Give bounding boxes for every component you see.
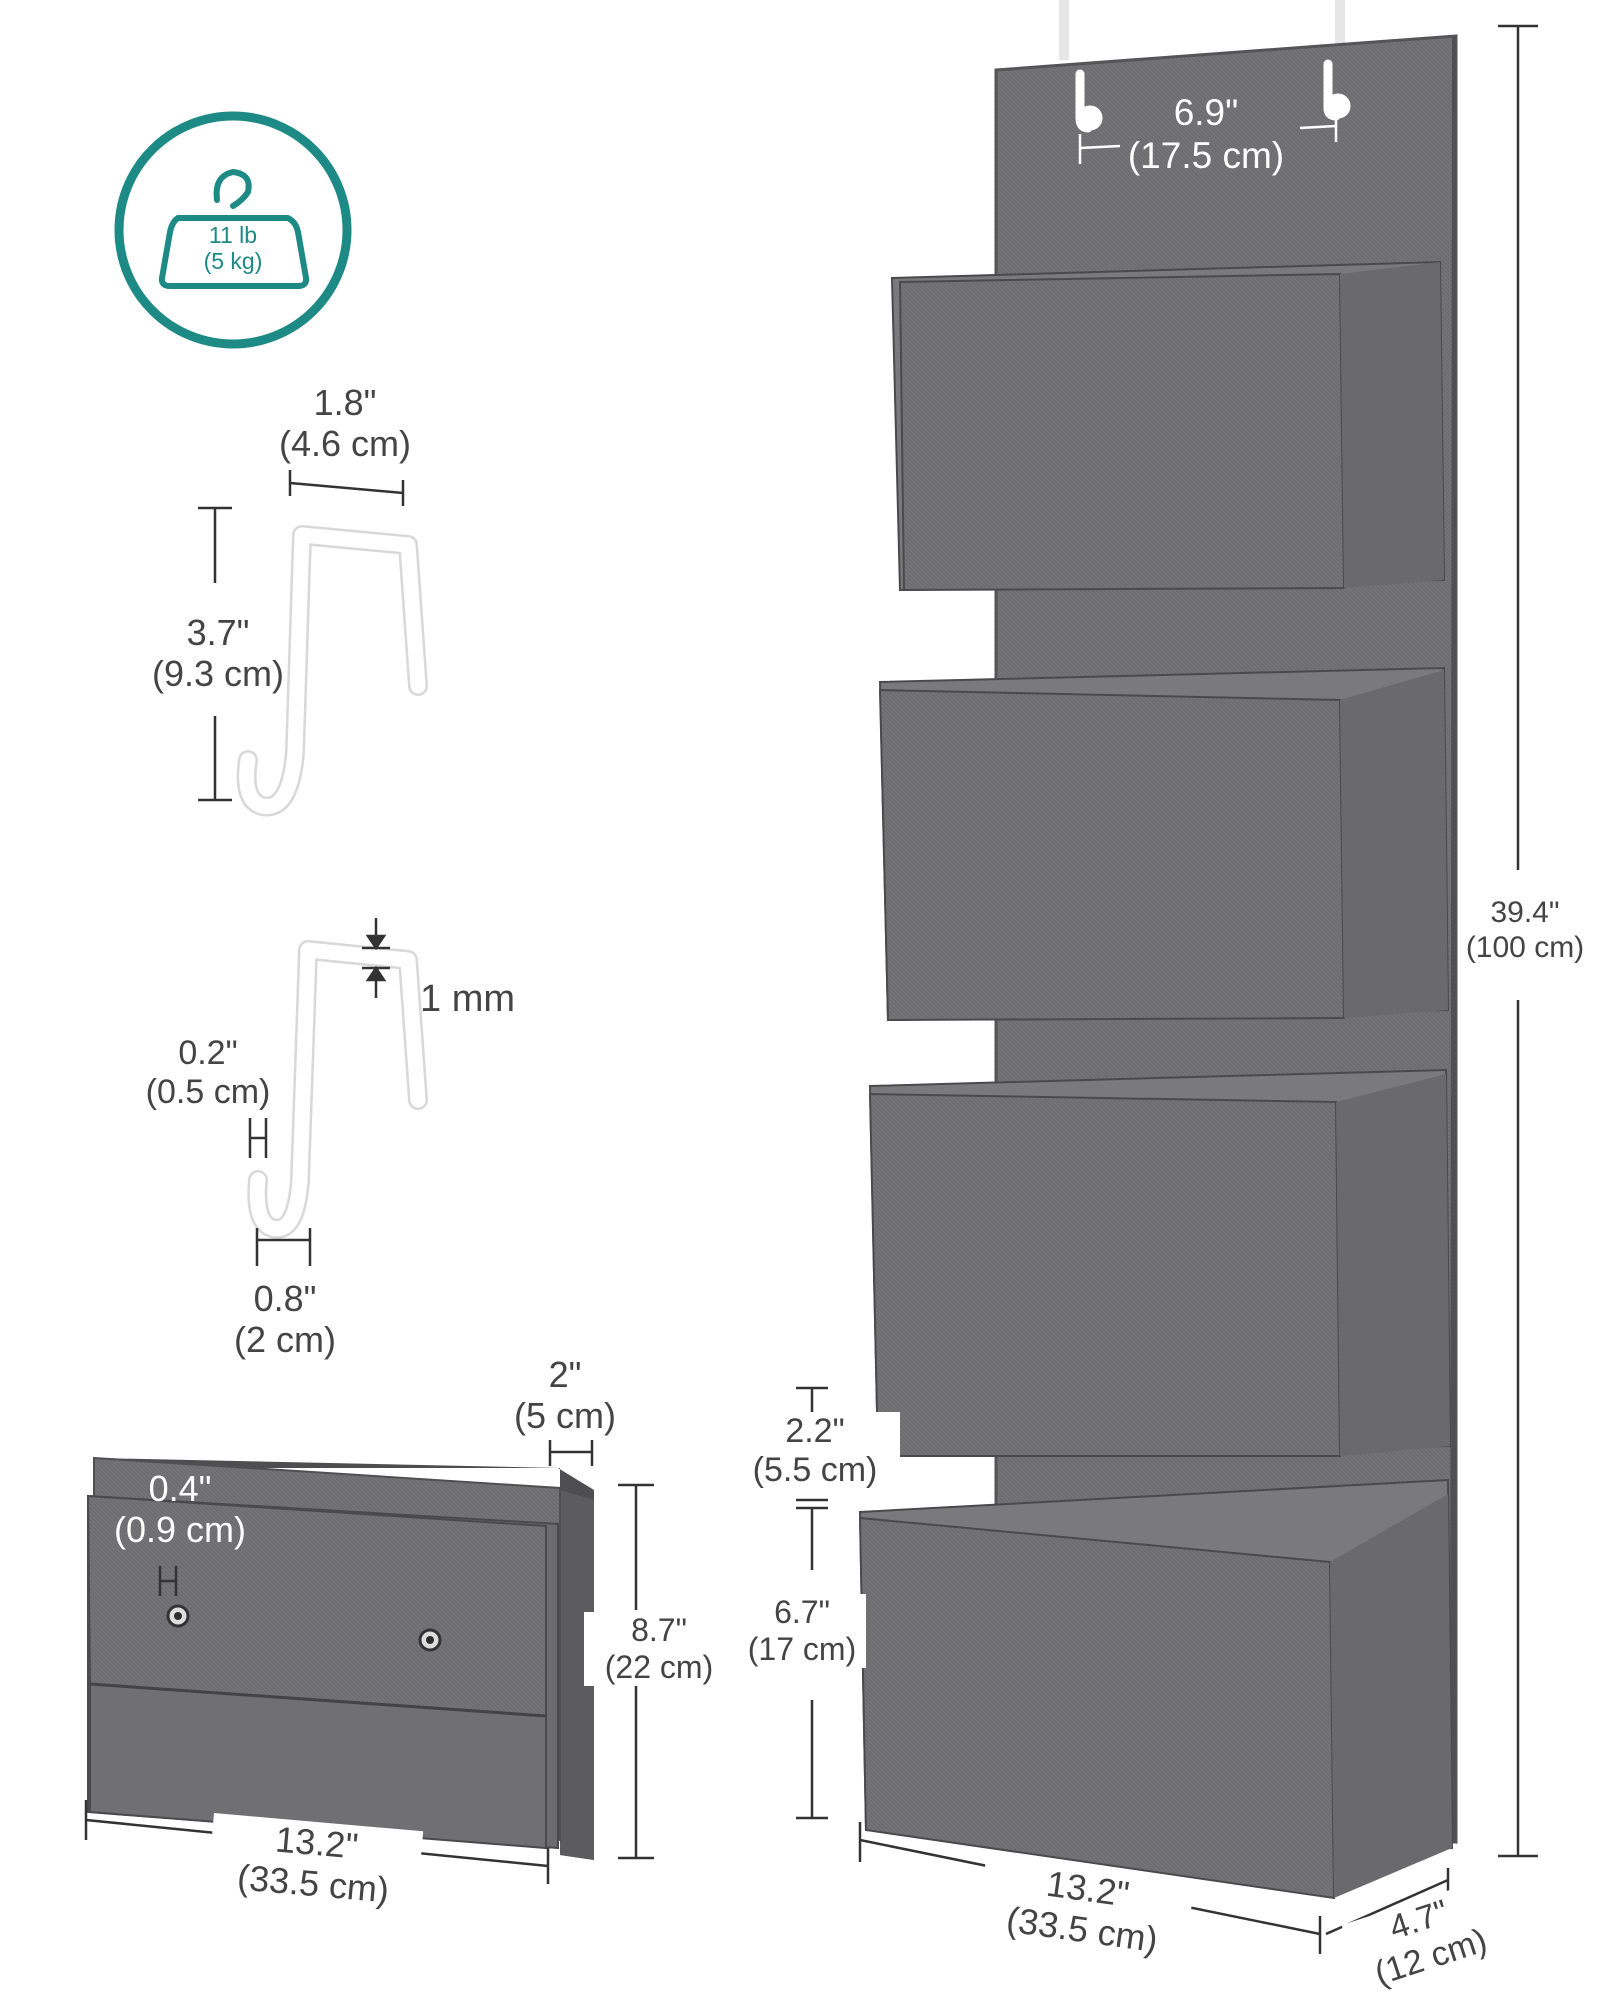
hook-bend-cm: (2 cm) (234, 1319, 336, 1361)
weight-badge (114, 111, 352, 349)
grommet-offset-cm: (0.9 cm) (113, 1509, 246, 1551)
hook-spacing-in: 6.9" (1173, 92, 1239, 133)
hook-tip-label: 0.2" (0.5 cm) (118, 1034, 298, 1112)
hook-tip-in: 0.2" (178, 1034, 238, 1072)
pocket-gap-in: 2.2" (785, 1412, 845, 1450)
hook-spacing-cm: (17.5 cm) (1127, 134, 1285, 176)
folded-gap-label: 2" (5 cm) (480, 1354, 650, 1437)
hook-thickness-label: 1 mm (420, 978, 550, 1022)
hanging-organizer (796, 0, 1538, 1954)
hook-width-label: 1.8" (4.6 cm) (240, 382, 450, 465)
hook-width-in: 1.8" (313, 382, 377, 423)
total-height-cm: (100 cm) (1465, 930, 1585, 964)
pocket-gap-label: 2.2" (5.5 cm) (730, 1412, 900, 1491)
grommet-offset-in: 0.4" (148, 1468, 212, 1509)
hook-bend-label: 0.8" (2 cm) (190, 1278, 380, 1361)
weight-kg: (5 kg) (203, 248, 263, 275)
organizer-pocket-4 (858, 1478, 1454, 1900)
folded-organizer (84, 1440, 654, 1884)
hook-bend-in: 0.8" (253, 1278, 317, 1319)
hook-spacing-label: 6.9" (17.5 cm) (1116, 92, 1296, 177)
weight-lb: 11 lb (208, 222, 258, 248)
organizer-pocket-1 (890, 260, 1446, 592)
weight-capacity-label: 11 lb (5 kg) (183, 222, 283, 275)
folded-gap-in: 2" (548, 1354, 582, 1395)
hanger-hook-right (1323, 59, 1351, 121)
hook-dimension-1 (198, 470, 428, 817)
hanger-hook-left (1075, 69, 1103, 133)
folded-height-label: 8.7" (22 cm) (584, 1612, 734, 1686)
grommet (418, 1628, 442, 1652)
grommet-offset-label: 0.4" (0.9 cm) (92, 1468, 268, 1551)
organizer-pocket-2 (878, 666, 1450, 1022)
hook-dimension-2 (247, 918, 428, 1266)
total-height-label: 39.4" (100 cm) (1456, 896, 1594, 965)
pocket-gap-cm: (5.5 cm) (752, 1451, 878, 1490)
hook-tip-cm: (0.5 cm) (145, 1073, 271, 1112)
hanger-weight-icon (158, 169, 310, 289)
total-height-in: 39.4" (1490, 896, 1560, 929)
folded-height-cm: (22 cm) (604, 1648, 714, 1685)
hook-width-cm: (4.6 cm) (278, 423, 411, 465)
pocket-height-cm: (17 cm) (747, 1630, 857, 1667)
folded-gap-cm: (5 cm) (514, 1395, 616, 1437)
folded-height-in: 8.7" (631, 1612, 687, 1648)
hook-height-in: 3.7" (186, 612, 250, 653)
pocket-height-in: 6.7" (774, 1594, 830, 1630)
grommet (166, 1604, 190, 1628)
pocket-height-label: 6.7" (17 cm) (738, 1594, 866, 1668)
hook-height-label: 3.7" (9.3 cm) (118, 612, 318, 695)
hook-height-cm: (9.3 cm) (151, 653, 284, 695)
hook-thickness-value: 1 mm (420, 978, 515, 1020)
organizer-pocket-3 (868, 1068, 1452, 1458)
